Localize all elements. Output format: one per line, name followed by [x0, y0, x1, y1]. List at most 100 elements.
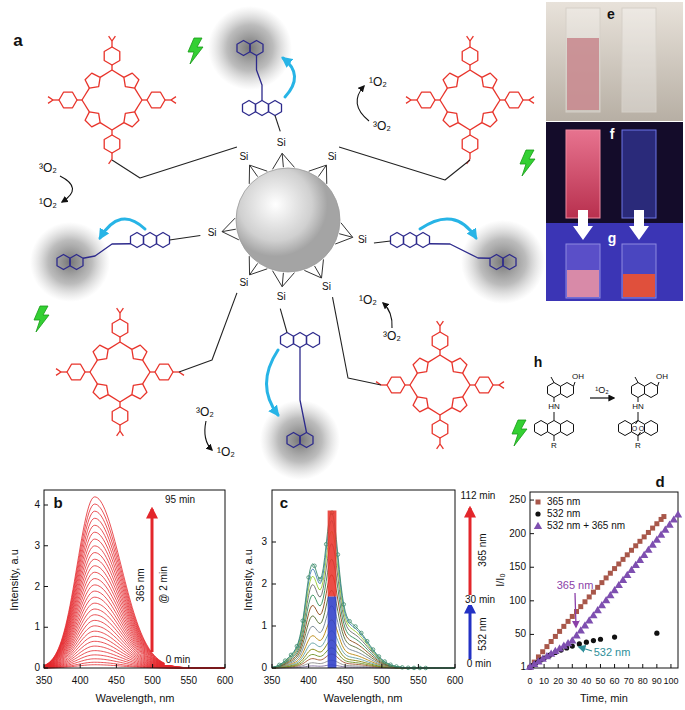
porphyrin-molecule: [48, 100, 53, 103]
porphyrin-molecule: [120, 395, 132, 402]
data-marker: [526, 510, 682, 670]
legend-text: 532 nm: [547, 509, 580, 519]
tick-label: 550: [410, 676, 427, 686]
siloxane-bonds: [222, 232, 239, 240]
anthracene-coumarin-probe: [404, 233, 417, 248]
panel-letter: a: [13, 32, 22, 49]
photo-panel: [567, 270, 599, 297]
data-marker: [642, 534, 647, 539]
spectrum-curve: [44, 659, 225, 668]
porphyrin-molecule: [120, 342, 132, 349]
porphyrin-molecule: [452, 397, 467, 412]
glow-halo: [208, 6, 292, 90]
porphyrin-molecule: [443, 73, 458, 88]
oxygen-label: ¹O₂: [359, 294, 377, 306]
data-marker: [307, 576, 311, 580]
porphyrin-molecule: [443, 112, 458, 127]
porphyrin-molecule: [120, 431, 123, 436]
porphyrin-molecule: [143, 360, 150, 372]
plot-frame: [642, 664, 643, 668]
annotation: 0 min: [466, 659, 492, 669]
data-marker: [278, 511, 428, 670]
anthracene-coumarin-probe: [503, 255, 516, 270]
molecule-drawing: [645, 421, 658, 436]
molecule-structure: OHHNOOR: [616, 368, 672, 454]
atom-label: Si: [208, 228, 217, 238]
porphyrin-molecule: [406, 97, 411, 100]
porphyrin-molecule: [112, 407, 128, 425]
porphyrin-molecule: [469, 65, 470, 70]
anthracene-coumarin-probe: [417, 233, 430, 248]
porphyrin-molecule: [529, 97, 534, 100]
data-marker: [557, 629, 562, 634]
oxygen-label: ³O₂: [196, 406, 214, 418]
plot-frame: [44, 490, 225, 668]
data-marker: [400, 666, 404, 670]
tick-label: 200: [509, 529, 526, 539]
porphyrin-molecule: [470, 70, 482, 77]
plot-frame: [530, 600, 534, 601]
molecule-drawing: [561, 421, 574, 436]
tick-label: 450: [337, 676, 354, 686]
annotation-arrow: [579, 647, 592, 651]
plot-frame: [44, 664, 45, 668]
tick-label: 2: [34, 582, 40, 592]
spectrum-curve: [44, 511, 225, 668]
tick-label: 500: [373, 676, 390, 686]
siloxane-bonds: [282, 273, 294, 287]
porphyrin-molecule: [109, 36, 112, 41]
porphyrin-molecule: [108, 395, 120, 402]
data-marker: [625, 552, 630, 557]
data-marker: [365, 639, 369, 643]
porphyrin-molecule: [61, 371, 67, 372]
spectrum-curve: [272, 513, 455, 668]
porphyrin-molecule: [437, 321, 440, 326]
plot-frame: [80, 664, 81, 668]
porphyrin-molecule: [439, 438, 440, 444]
tick-label: 0: [34, 663, 40, 673]
porphyrin-molecule: [150, 371, 155, 372]
axis-title: Wavelength, nm: [95, 693, 174, 704]
data-marker: [604, 575, 609, 580]
photo-panel: [566, 8, 600, 112]
data-marker: [377, 655, 381, 659]
atom-label: OH: [572, 373, 584, 381]
porphyrin-molecule: [387, 377, 405, 393]
anthracene-coumarin-probe: [287, 433, 300, 448]
data-marker: [582, 599, 587, 604]
legend-marker: [535, 511, 540, 516]
oxygen-arrow: [205, 421, 212, 450]
tick-label: 60: [610, 677, 620, 686]
photo-panel: [622, 244, 656, 298]
tick-label: 1: [520, 662, 526, 672]
panel-letter: g: [608, 231, 617, 245]
axis-title: I/I₀: [495, 573, 506, 587]
atom-label: Si: [239, 278, 248, 288]
siloxane-bonds: [282, 273, 283, 287]
tick-label: 80: [638, 677, 648, 686]
porphyrin-molecule: [135, 100, 142, 112]
molecule-drawing: [554, 412, 555, 421]
white-arrow: [573, 210, 593, 240]
oxygen-arrow: [60, 86, 392, 450]
porphyrin-molecule: [493, 384, 499, 385]
tick-label: 150: [509, 562, 526, 572]
porphyrin-molecule: [142, 99, 147, 100]
plot-frame: [418, 664, 419, 668]
porphyrin-molecule: [410, 385, 417, 397]
porphyrin-molecule: [132, 384, 147, 399]
legend-text: 532 nm + 365 nm: [547, 521, 625, 531]
spectrum-curve: [44, 497, 225, 668]
tick-label: 20: [553, 677, 563, 686]
data-marker: [383, 660, 387, 664]
porphyrin-molecule: [440, 444, 443, 449]
porphyrin-molecule: [112, 123, 124, 130]
porphyrin-molecule: [482, 73, 497, 88]
data-marker: [389, 663, 393, 667]
porphyrin-molecule: [376, 321, 504, 449]
porphyrin-molecule: [381, 384, 387, 385]
plot-frame: [530, 567, 534, 568]
plot-frame: [381, 664, 382, 668]
axis-title: Intensity, a.u: [9, 549, 20, 611]
porphyrin-molecule: [493, 100, 500, 112]
